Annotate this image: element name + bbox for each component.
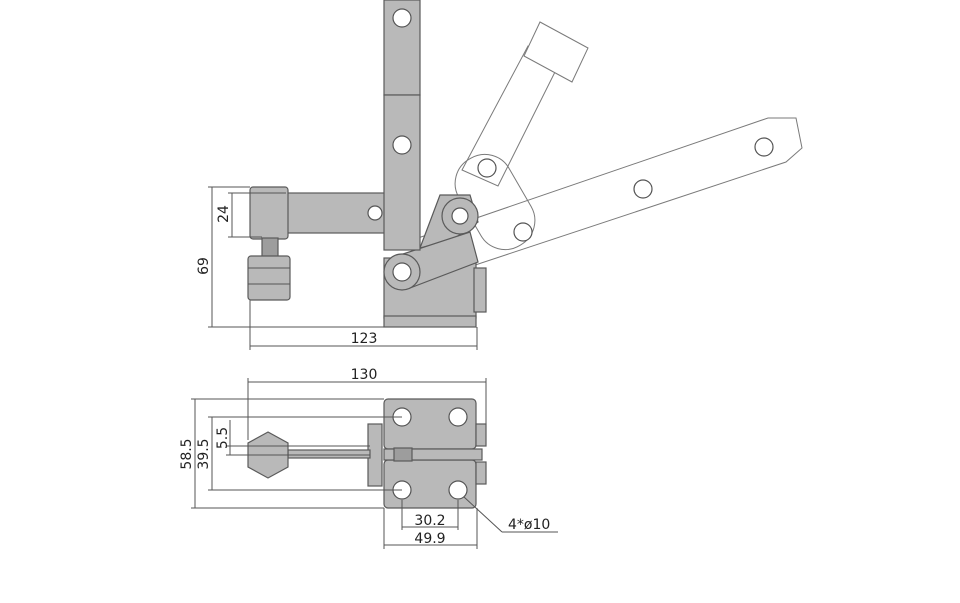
spindle-pad (247, 255, 291, 301)
top-view: 130 58.5 39.5 (179, 367, 558, 549)
ghost-handle-end-hole (754, 137, 774, 157)
spindle-shaft (261, 237, 279, 259)
dim-30-2: 30.2 (414, 513, 445, 529)
mount-hole-4 (448, 480, 468, 500)
dim-24: 24 (216, 205, 232, 223)
handle-hole-top (392, 8, 412, 28)
dim-top-width-inner: 39.5 (196, 416, 402, 491)
dim-top-length: 130 (247, 367, 487, 440)
dim-130: 130 (351, 367, 378, 383)
ghost-handle-hole (633, 179, 653, 199)
dim-top-width-total: 58.5 (179, 398, 384, 509)
arm-hole (367, 205, 383, 221)
dim-top-offset: 5.5 (215, 420, 370, 456)
link-pivot-hole (451, 207, 469, 225)
ghost-pivot-top (477, 158, 497, 178)
dim-side-height-arm: 24 (216, 192, 286, 238)
dim-69: 69 (196, 257, 212, 275)
mount-hole-2 (448, 407, 468, 427)
arm-rod (287, 449, 371, 459)
base-plate (383, 315, 477, 328)
right-stop-upper (475, 423, 487, 447)
dim-49-9: 49.9 (414, 531, 445, 547)
handle-hole-mid (392, 135, 412, 155)
spindle-holder (249, 186, 289, 240)
dim-side-height-total: 69 (196, 186, 384, 328)
handle-lower (383, 94, 421, 251)
dim-58-5: 58.5 (179, 438, 195, 469)
base-stop (473, 267, 487, 313)
dim-5-5: 5.5 (215, 427, 231, 449)
dim-123: 123 (351, 331, 378, 347)
ghost-handle-open (454, 21, 589, 251)
holes-callout: 4*ø10 (463, 496, 558, 533)
dim-39-5: 39.5 (196, 438, 212, 469)
channel-pin (393, 447, 413, 462)
center-channel (383, 448, 483, 461)
dim-base-width: 49.9 (383, 508, 478, 549)
dim-hole-spacing: 30.2 (401, 500, 459, 530)
dim-holes: 4*ø10 (508, 517, 550, 533)
ghost-pivot-bottom (513, 222, 533, 242)
right-stop-lower (475, 461, 487, 485)
dim-side-length: 123 (249, 300, 478, 350)
handle-pivot-hole (392, 262, 412, 282)
side-view: 69 24 123 (196, 0, 803, 350)
